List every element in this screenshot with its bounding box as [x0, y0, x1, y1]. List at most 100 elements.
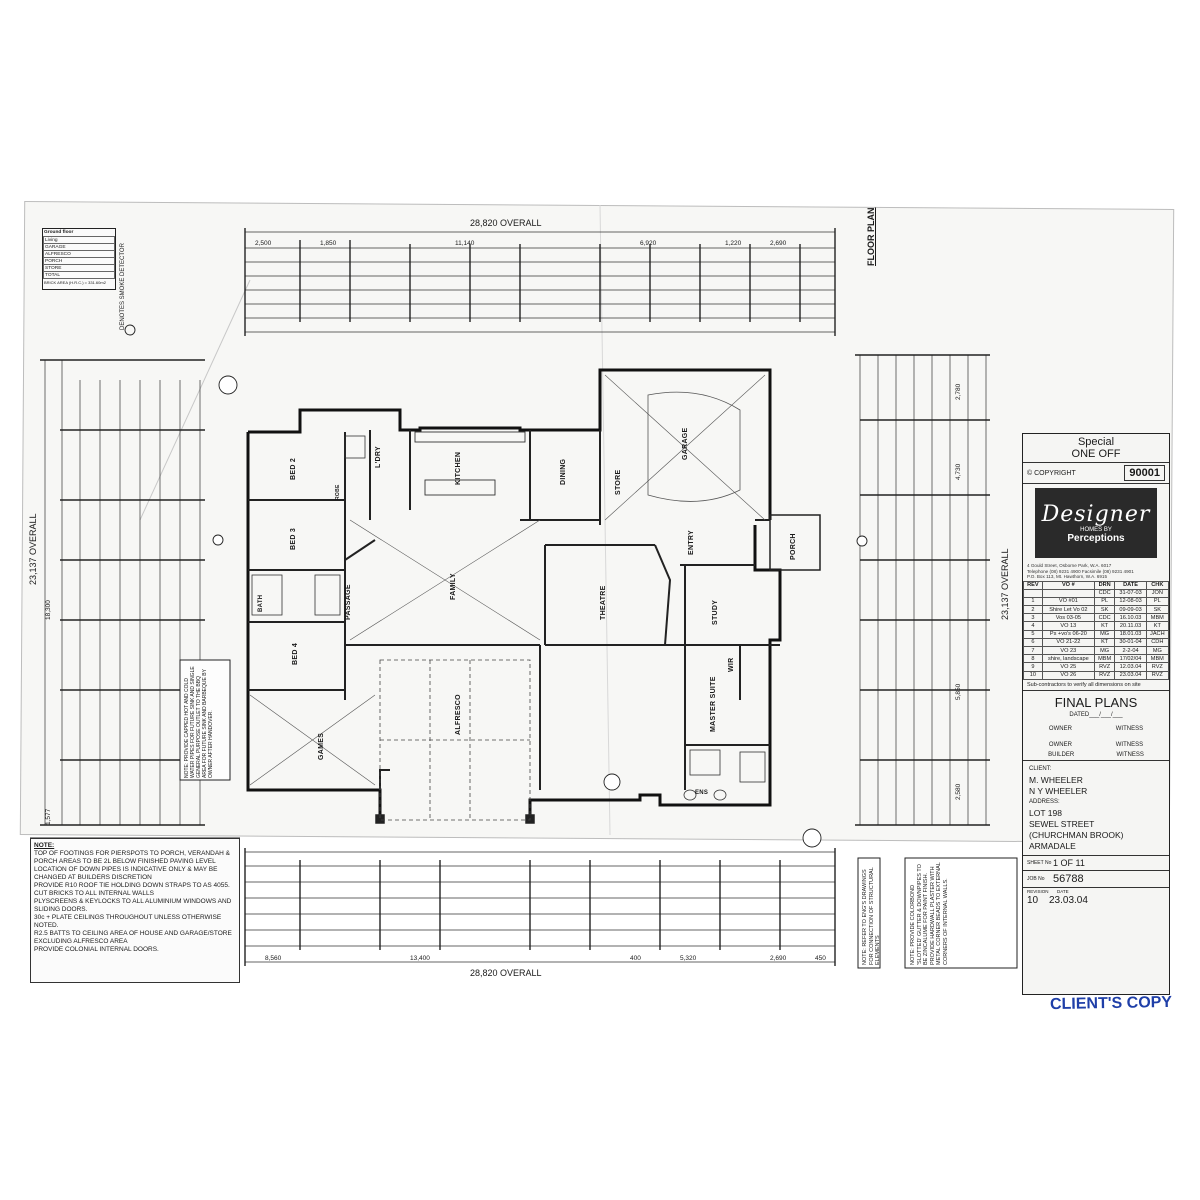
revision-cell: KT [1093, 621, 1116, 631]
revision-cell: 10 [1023, 670, 1043, 680]
dim-label: 8,560 [265, 955, 282, 962]
kitchen-benches [414, 431, 526, 496]
one-off-label: ONE OFF [1071, 448, 1121, 460]
date-col-header: DATE [1114, 580, 1147, 590]
left-dimension-lines [44, 360, 201, 825]
overall-bottom-dim: 28,820 OVERALL [470, 968, 542, 978]
revision-header: REV VO # DRN DATE CHK [1023, 580, 1170, 590]
revision-date: 23.03.04 [1049, 894, 1088, 906]
room-store: STORE [615, 469, 622, 496]
client-name: M. WHEELER [1029, 774, 1083, 785]
company-address-line: 4 Gould Street, Osborne Park, W.A. 6017 [1027, 563, 1112, 568]
revision-cell: 30-01-04 [1114, 637, 1147, 648]
dim-label: 5,320 [680, 955, 697, 962]
right-note-box [904, 857, 1018, 969]
sheet-number: 1 OF 11 [1053, 857, 1085, 868]
revision-cell: 9 [1023, 662, 1043, 672]
area-row: TOTAL [43, 271, 115, 279]
revision-cell: SK [1093, 605, 1116, 615]
revision-cell: 3 [1023, 613, 1043, 623]
area-row: GARAGE [43, 243, 115, 251]
plan-title: FLOOR PLAN [866, 207, 876, 267]
area-schedule: Ground floor Living GARAGE ALFRESCO PORC… [42, 228, 116, 290]
signature-row: OWNER WITNESS [1023, 718, 1169, 734]
chk-col-header: CHK [1145, 580, 1170, 590]
job-number: 56788 [1053, 872, 1084, 885]
drn-col-header: DRN [1093, 580, 1116, 590]
revision-cell: MBM [1145, 613, 1170, 623]
games-note-box [179, 659, 231, 781]
area-row: ALFRESCO [43, 250, 115, 258]
dim-label: 1,850 [320, 240, 337, 247]
bbq-note: NOTE: PROVIDE CAPPED HOT AND COLD WATER … [184, 666, 214, 778]
owner-label: OWNER [1048, 741, 1072, 748]
structural-note: NOTE: REFER TO ENG'S DRAWINGS FOR CONNEC… [862, 867, 881, 965]
job-label: JOB No [1027, 875, 1045, 882]
revision-cell: VO 25 [1041, 662, 1095, 672]
dim-label: 5,850 [955, 683, 962, 700]
special-box: Special ONE OFF [1023, 434, 1169, 463]
dim-label: 2,500 [255, 240, 272, 247]
dim-label: 2,690 [770, 955, 787, 962]
area-schedule-title: Ground floor [44, 230, 74, 235]
revision-date-labels: REVISION DATE [1023, 888, 1169, 895]
general-note-item: 30c + PLATE CEILINGS THROUGHOUT UNLESS O… [34, 914, 222, 929]
revision-cell: Shire Let Vo 02 [1041, 605, 1095, 615]
revision-cell: RVZ [1145, 670, 1170, 680]
room-porch: PORCH [790, 533, 797, 560]
logo-main-text: Designer [1041, 502, 1151, 527]
dim-label: 13,400 [410, 955, 430, 962]
revision-cell: 8 [1023, 654, 1043, 664]
revision-cell: 16.10.03 [1114, 613, 1147, 623]
revision-cell: 2-2-04 [1114, 645, 1147, 656]
address-label: ADDRESS: [1029, 798, 1060, 805]
external-walls [246, 368, 782, 820]
signature-row: OWNER WITNESS [1023, 734, 1169, 750]
revision-cell: CDC [1093, 588, 1116, 598]
revision-cell: 12-08-03 [1114, 596, 1147, 607]
general-note-item: CUT BRICKS TO ALL INTERNAL WALLS [34, 890, 154, 897]
alfresco-ceiling-dashes [379, 659, 531, 821]
room-passage: PASSAGE [345, 584, 352, 620]
revision-cell: 23.03.04 [1114, 670, 1147, 680]
dim-label: 2,780 [955, 383, 962, 400]
revision-cell: VO 23 [1041, 645, 1095, 656]
client-details: CLIENT: M. WHEELER N Y WHEELER ADDRESS: … [1023, 761, 1169, 856]
area-schedule-table: Living GARAGE ALFRESCO PORCH STORE TOTAL [43, 236, 115, 279]
revision-cell: JACH [1145, 629, 1170, 639]
revision-cell: VO 21-22 [1041, 637, 1095, 648]
general-notes-heading: NOTE: [34, 842, 55, 849]
dim-label: 2,580 [955, 783, 962, 800]
general-note-item: PLYSCREENS & KEYLOCKS TO ALL ALUMINIUM W… [34, 898, 232, 913]
revision-cell: 2 [1023, 605, 1043, 615]
revision-date-values: 10 23.03.04 [1023, 895, 1169, 906]
logo-sub-text: HOMES BY [1080, 527, 1112, 533]
internal-walls [248, 430, 780, 790]
room-ensuite: ENS [695, 790, 709, 796]
revision-cell: 20.11.03 [1114, 621, 1147, 631]
smoke-detector-label: DENOTES SMOKE DETECTOR [120, 243, 126, 330]
title-block: Special ONE OFF © COPYRIGHT 90001 Design… [1022, 433, 1170, 995]
dim-label: 2,690 [770, 240, 787, 247]
top-dimension-ticks [244, 228, 836, 336]
room-robe: ROBE [335, 484, 341, 500]
revision-label: REVISION [1027, 888, 1049, 894]
witness-label: WITNESS [1116, 751, 1144, 758]
wet-area-fixtures [251, 435, 766, 801]
client-label: CLIENT: [1029, 765, 1052, 772]
room-bed-3: BED 3 [290, 527, 297, 550]
area-schedule-note: BRICK AREA (H.R.C.) = 331.60m2 [44, 280, 106, 285]
vo-col-header: VO # [1041, 580, 1095, 590]
room-entry: ENTRY [688, 530, 695, 555]
revision-cell: 7 [1023, 645, 1043, 656]
general-note-item: PROVIDE COLONIAL INTERNAL DOORS. [34, 946, 159, 953]
owner-label: OWNER [1048, 725, 1072, 732]
mid-note-box [857, 857, 881, 969]
